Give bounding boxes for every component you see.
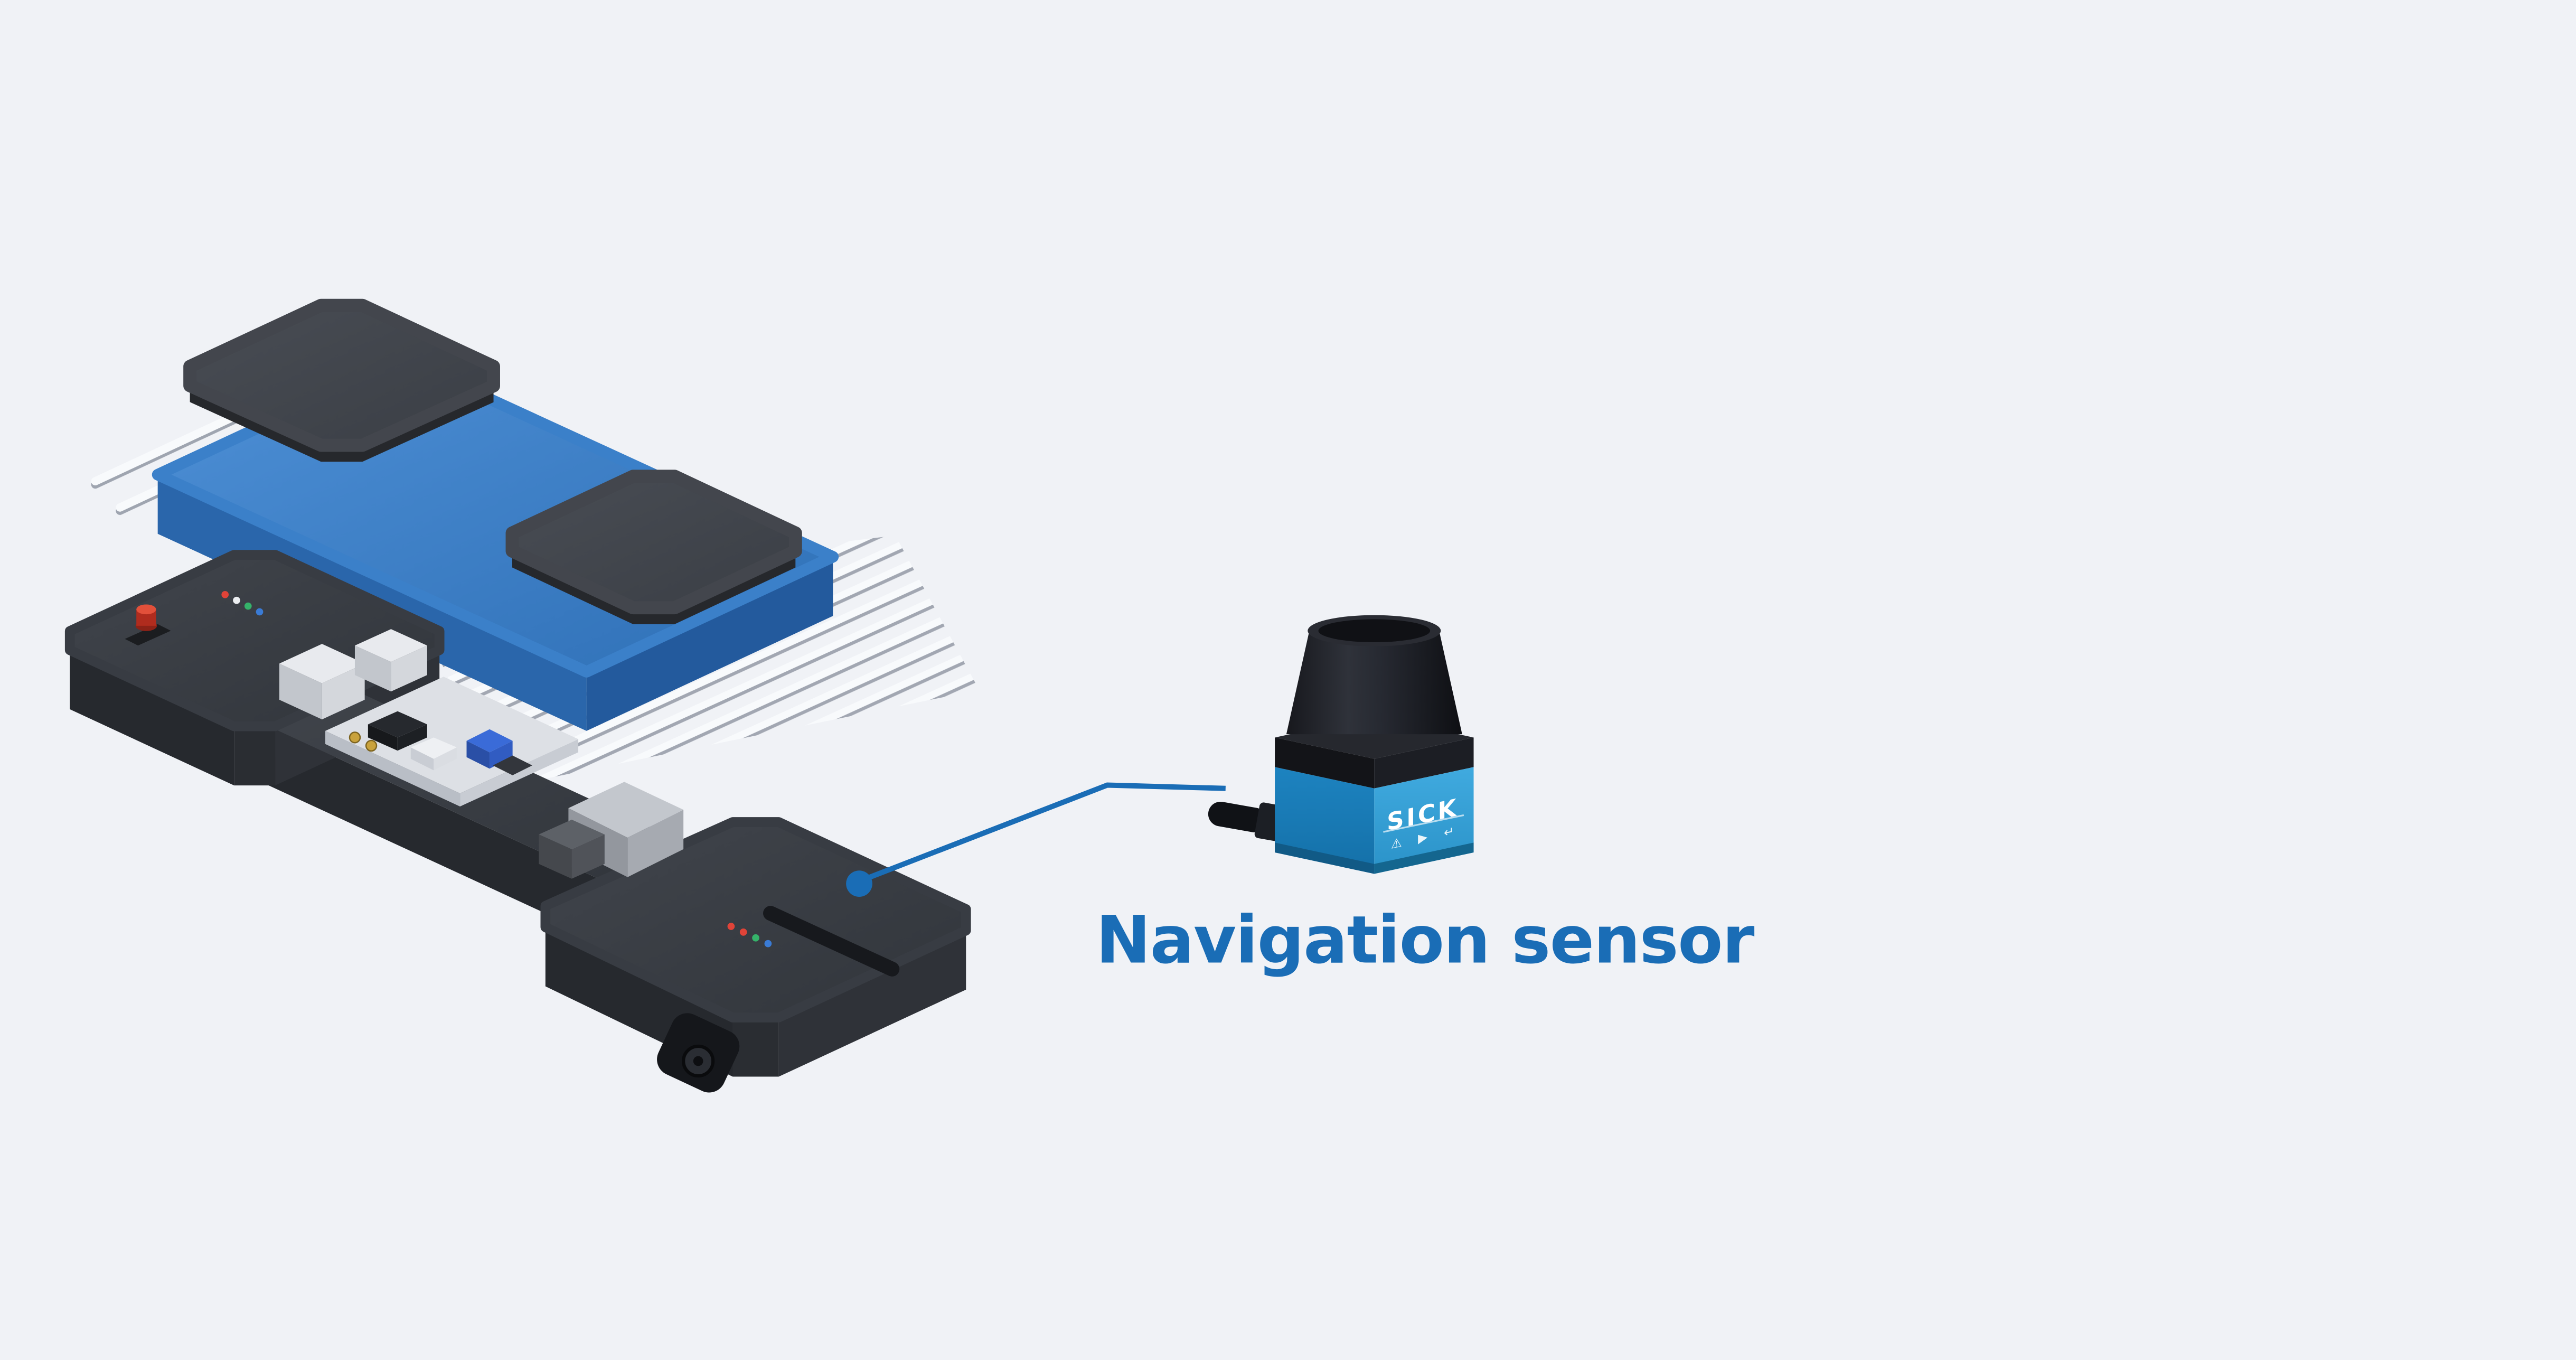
led-blue [764,940,772,948]
callout [846,782,1226,897]
unit-top-face [539,819,605,849]
brand-underline [1383,814,1464,833]
module-left-face [354,645,391,692]
unit-top-face [568,782,684,838]
control-electronics [325,677,579,806]
sensor-warning-icon: ⚠ [1391,835,1402,852]
chassis-wall [234,726,276,786]
silver-module-small [354,629,427,692]
callout-dot [846,870,872,897]
module-right-face [391,645,427,692]
sensor-scan-head [1286,615,1462,735]
status-leds-left [221,590,264,616]
emergency-stop-button [125,604,171,646]
estop-base [125,624,171,646]
housing-right-face [1374,767,1474,874]
wheel-axle [693,1056,703,1066]
sensor-play-icon: ▶ [1418,829,1428,846]
led-green [244,602,252,610]
connector-side [434,747,457,771]
lift-deck-right-face [586,557,833,731]
estop-cap [136,604,156,615]
agv-top-pad-front [505,470,802,624]
plate-left-face [325,730,460,806]
callout-line [864,782,1226,881]
pad-top [505,470,802,615]
plate-right-face [460,739,579,806]
handle-slot [763,906,900,977]
antenna-connector [349,731,361,744]
sensor-collar-left [1275,737,1375,789]
chassis-wall [243,714,613,945]
connector-side [410,747,434,771]
led-blue [256,608,264,616]
callout-label: Navigation sensor [1096,902,1754,978]
chip-side [397,724,427,751]
unit-right-face [627,810,684,877]
led-white [233,596,240,604]
housing-base-right [1374,842,1474,874]
module-left-face [279,663,322,720]
agv-chassis [64,550,971,1093]
chip-side [368,724,398,751]
pad-top [183,298,500,452]
chassis-wall [732,1017,779,1077]
connector-top [410,737,457,759]
small-chip [493,755,532,775]
led-red [727,923,735,930]
drive-wheel [657,1013,740,1093]
chassis-wall [778,930,966,1077]
terminal-top [466,729,513,753]
sensor-housing [1275,767,1474,874]
led-red [221,590,229,598]
led-red [739,928,747,936]
agv-top-pad-rear [183,298,500,462]
scan-head-cone [1286,631,1462,735]
status-leds-right [727,923,772,948]
module-right-face [322,663,365,720]
fin-slat [410,578,980,789]
agv-exploded-view [64,298,980,1093]
blue-terminal [466,729,513,769]
sensor-enter-icon: ↵ [1444,823,1454,840]
antenna-connector [365,739,378,752]
scan-head-cap [1318,619,1431,642]
module-top-face [354,629,427,662]
led-green [752,934,759,942]
chassis-wall [70,650,234,786]
navigation-sensor: SICK ⚠ ▶ ↵ [1208,615,1474,874]
cable-boot [1208,801,1267,832]
white-connector [410,737,457,771]
housing-base-left [1275,842,1375,874]
sensor-collar-right [1374,737,1474,789]
terminal-side [490,740,513,769]
housing-left-face [1275,767,1375,874]
terminal-side [466,740,490,769]
